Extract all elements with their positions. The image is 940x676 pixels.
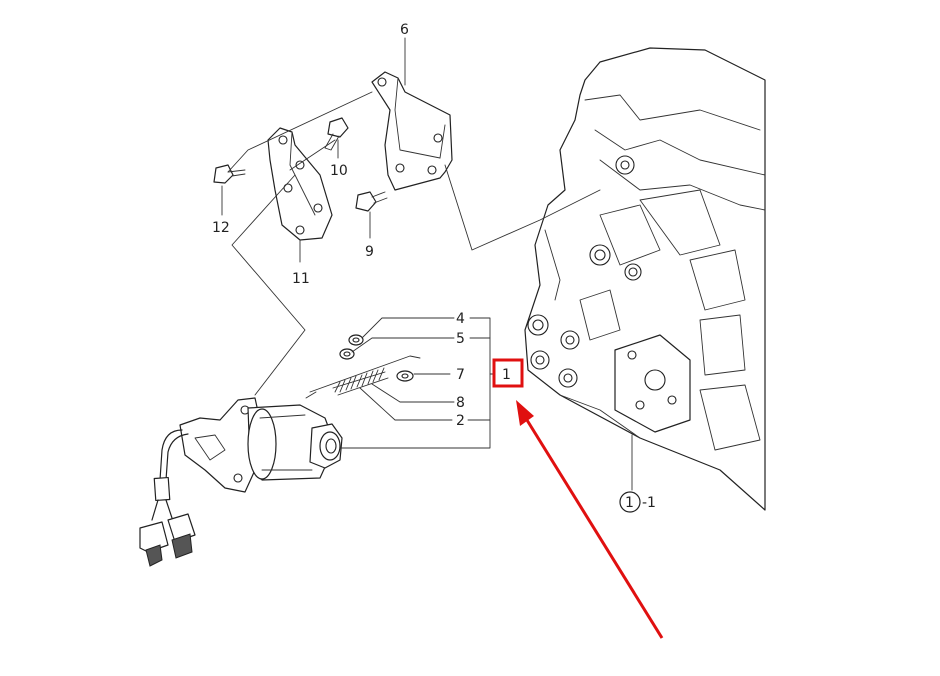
highlight-arrow [516,400,664,639]
callout-8: 8 [456,395,465,411]
pin-rod [305,355,421,399]
bolt-10 [324,117,349,151]
callout-11: 11 [292,271,310,287]
callout-1: 1 [502,367,511,383]
bolt-9 [355,191,388,212]
callout-1-highlight: 1 [492,358,524,388]
bracket-11 [267,127,333,241]
callout-1-1: 1 -1 [619,491,656,513]
callout-1-1-suffix: -1 [642,495,656,511]
washer-4 [348,334,364,346]
callout-7: 7 [456,367,465,383]
leader-lines [221,37,633,491]
spring-8 [332,367,389,396]
bolt-12 [213,164,246,184]
callout-10: 10 [330,163,348,179]
bracket-6 [371,71,453,191]
callout-2: 2 [456,413,465,429]
callout-9: 9 [365,244,374,260]
callout-1-1-circle: 1 [625,495,634,511]
washer-7 [396,370,414,382]
callout-12: 12 [212,220,230,236]
motor-assembly [139,397,343,567]
engine-block [524,47,766,511]
callout-6: 6 [400,22,409,38]
callout-4: 4 [456,311,465,327]
callout-5: 5 [456,331,465,347]
washer-5 [339,348,355,360]
highlight-box [492,358,524,388]
